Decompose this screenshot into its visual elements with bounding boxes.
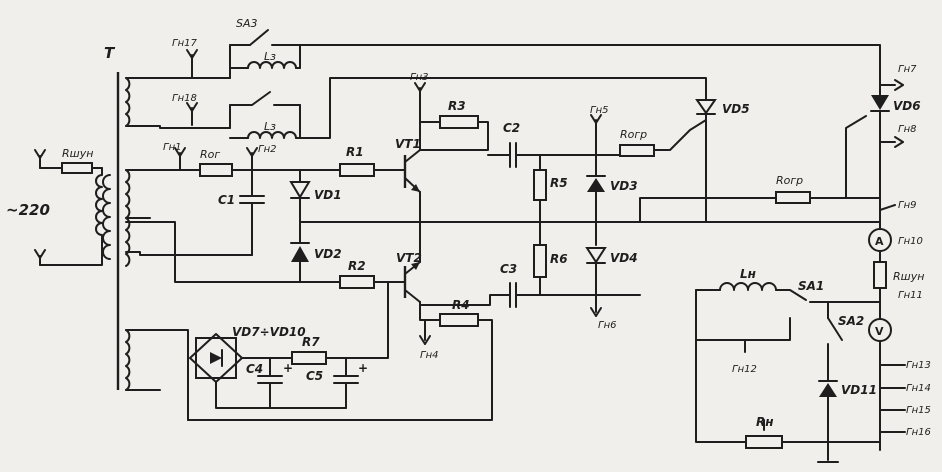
transformer-label: T [104,44,116,62]
jack-g6-label: Гн6 [598,320,616,331]
resistor-r1-label: R1 [346,145,364,159]
jack-g17-label: Гн17 [172,38,197,49]
diode-vd1-label: VD1 [314,188,342,202]
resistor-r3-label: R3 [448,99,466,113]
power-thyristors: VD5 Гн7 VD6 Гн8 Rогр Гн9 [639,64,921,223]
resistor-rogr1-label: Rогр [620,128,647,141]
jack-g14-label: Гн14 [906,383,931,394]
capacitor-c4-label: C4 [246,362,263,376]
resistor-r6-label: R6 [550,252,568,266]
capacitor-c5-label: C5 [306,369,323,383]
capacitor-c2-label: C2 [503,121,520,135]
bias-supply: VD7÷VD10 R7 C4 + C5 + [125,281,389,421]
jack-g15-label: Гн15 [906,405,931,416]
resistor-r7-label: R7 [302,335,320,349]
jack-g8-label: Гн8 [898,124,916,135]
jack-g12-label: Гн12 [732,364,757,375]
jack-g9-label: Гн9 [898,200,916,211]
jack-g13-label: Гн13 [906,360,931,371]
switch-sa1-label: SA1 [798,279,824,293]
resistor-r2-label: R2 [348,259,366,273]
thyristor-vd6-label: VD6 [893,99,921,113]
thyristor-trigger: R5 R6 Гн5 VD3 VD4 Гн6 Rогр [533,105,707,331]
rectifier-input: Гн1 Гн2 Rог C1 VD1 VD2 [125,142,881,283]
capacitor-c1-label: C1 [218,193,235,207]
jack-g18-label: Гн18 [172,93,197,104]
resistor-rog-label: Rог [200,148,220,161]
jack-g3-label: Гн3 [410,72,428,83]
capacitor-c5-polarity: + [358,361,368,375]
jack-g16-label: Гн16 [906,427,931,438]
capacitor-c3-label: C3 [500,262,517,276]
jack-g1-label: Гн1 [163,142,181,153]
inductor-l3-upper-label: Lз [264,50,276,63]
diode-vd4-label: VD4 [610,251,638,265]
jack-g5-label: Гн5 [590,105,608,116]
resistor-rogr2-label: Rогр [776,174,803,187]
switch-sa3-label: SA3 [236,17,258,30]
voltmeter-label: V [875,325,884,338]
diode-vd11-label: VD11 [841,383,877,397]
thyristor-vd5-label: VD5 [722,102,750,116]
capacitor-c4-polarity: + [283,361,293,375]
output-measurement: A Гн10 Rшун Гн11 V Гн13 Гн14 Гн15 Гн16 L… [695,221,931,463]
jack-g10-label: Гн10 [898,236,923,247]
jack-g2-label: Гн2 [258,144,276,155]
transistor-vt1-label: VT1 [395,137,421,151]
resistor-r4-label: R4 [452,298,470,312]
bridge-vd7-vd10-label: VD7÷VD10 [232,325,306,339]
transistor-stage: R1 VT1 Гн3 R3 C2 R2 VT2 [187,72,641,421]
jack-g4-label: Гн4 [420,350,438,361]
diode-vd2-label: VD2 [314,247,342,261]
mains-input: Rшун ~220 [6,147,103,266]
transformer: T [102,44,131,391]
mains-resistor-label: Rшун [62,147,93,160]
switch-sa2-label: SA2 [838,314,864,328]
resistor-r5-label: R5 [550,176,568,190]
inductor-l3-lower-label: Lз [264,120,276,133]
transistor-vt2-label: VT2 [396,251,422,265]
jack-g11-label: Гн11 [898,290,923,301]
ammeter-label: A [875,235,884,248]
resistor-rshun2-label: Rшун [893,270,924,283]
jack-g7-label: Гн7 [898,64,917,75]
diode-vd3-label: VD3 [610,179,638,193]
mains-voltage-label: ~220 [6,201,50,219]
top-taps: Гн17 SA3 Lз Гн18 Lз [125,17,881,139]
inductor-ln-label: Lн [740,267,756,281]
